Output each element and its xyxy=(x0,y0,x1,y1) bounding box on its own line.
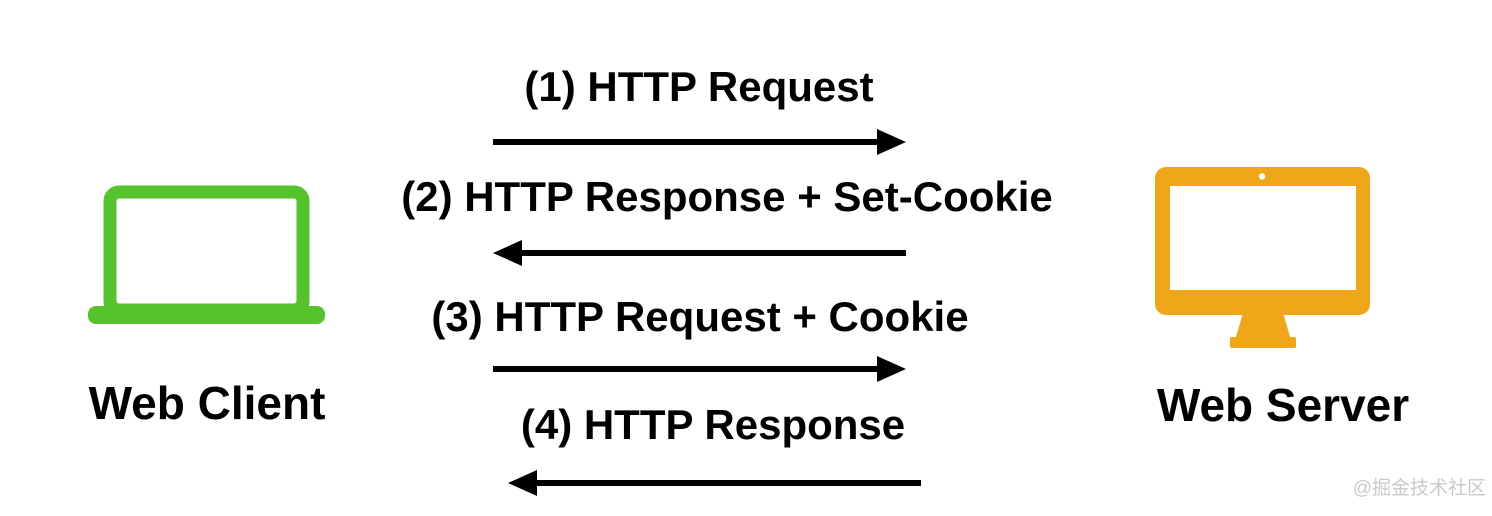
arrow-right-icon xyxy=(493,129,906,155)
arrow-left-icon xyxy=(493,240,906,266)
web-server-label: Web Server xyxy=(1156,379,1410,431)
message-3-label: (3) HTTP Request + Cookie xyxy=(431,293,969,340)
laptop-icon xyxy=(88,185,325,324)
desktop-monitor-icon xyxy=(1155,167,1370,348)
arrow-right-icon xyxy=(493,356,906,382)
web-client-label: Web Client xyxy=(88,377,326,429)
message-4-label: (4) HTTP Response xyxy=(520,401,906,448)
juejin-watermark: @掘金技术社区 xyxy=(1352,478,1486,499)
arrow-left-icon xyxy=(508,470,921,496)
message-2-label: (2) HTTP Response + Set-Cookie xyxy=(401,173,1053,220)
message-1-label: (1) HTTP Request xyxy=(524,63,874,110)
